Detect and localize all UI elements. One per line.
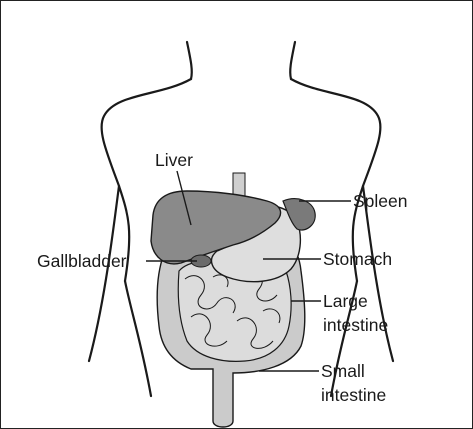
label-stomach: Stomach bbox=[323, 249, 392, 269]
neck-right bbox=[290, 42, 295, 79]
label-large-intestine-2: intestine bbox=[323, 315, 388, 335]
label-small-intestine-1: Small bbox=[321, 361, 365, 381]
armpit-left bbox=[89, 186, 119, 361]
label-large-intestine-1: Large bbox=[323, 291, 368, 311]
label-liver: Liver bbox=[155, 150, 193, 170]
label-small-intestine-2: intestine bbox=[321, 385, 386, 405]
neck-left bbox=[187, 42, 192, 79]
label-gallbladder: Gallbladder bbox=[37, 251, 127, 271]
label-spleen: Spleen bbox=[353, 191, 408, 211]
hip-left bbox=[125, 281, 151, 396]
